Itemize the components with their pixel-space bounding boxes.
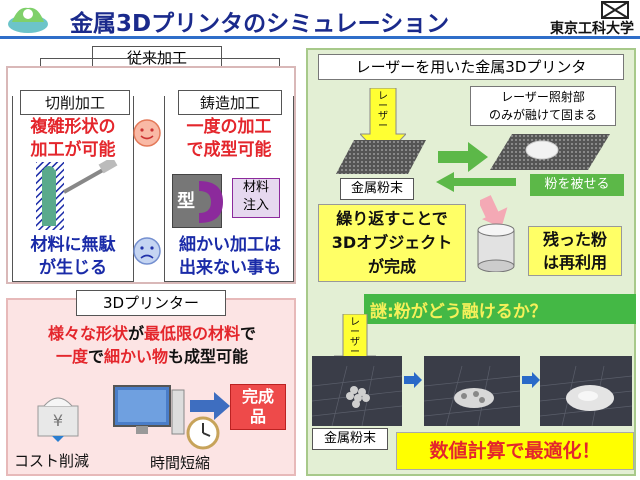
- metal3d-heading: レーザーを用いた金属3Dプリンタ: [318, 54, 624, 80]
- powder-plate-left: [336, 140, 426, 174]
- sim-frame-3: [539, 356, 633, 427]
- cutting-demerit: 材料に無駄 が生じる: [30, 235, 116, 278]
- reuse-label: 残った粉 は再利用: [528, 226, 622, 276]
- casting-demerit: 細かい加工は 出来ない事も: [179, 235, 281, 278]
- question-band: 謎:粉がどう融けるか？: [364, 294, 636, 324]
- mold-label: 型: [177, 191, 195, 212]
- logo-left-icon: [4, 2, 52, 36]
- casting-merit: 一度の加工 で成型可能: [186, 117, 272, 160]
- blue-arrow-1: [404, 372, 422, 388]
- money-bag-icon: ¥: [30, 384, 86, 444]
- conventional-frame: [40, 58, 280, 70]
- page-title: 金属3Dプリンタのシミュレーション: [70, 11, 450, 37]
- printer3d-label: 3Dプリンター: [76, 290, 226, 316]
- cost-label: コスト削減: [14, 452, 90, 470]
- blue-arrow-icon: [190, 392, 230, 420]
- casting-mold-icon: 型: [172, 174, 223, 228]
- powder-label: 金属粉末: [340, 178, 414, 200]
- computer-icon: [112, 384, 186, 436]
- powder-plate-right: [490, 134, 610, 170]
- sim-frame-2: [423, 356, 521, 427]
- green-arrow-right: [438, 142, 488, 172]
- blue-arrow-2: [522, 372, 540, 388]
- sim-frame-1: [311, 356, 403, 427]
- cutting-merit: 複雑形状の 加工が可能: [30, 117, 116, 160]
- repeat-label: 繰り返すことで 3Dオブジェクト が完成: [318, 204, 466, 282]
- casting-label: 鋳造加工: [178, 90, 282, 115]
- finished-product-box: 完成 品: [230, 384, 286, 430]
- university-logo-icon: [600, 0, 630, 20]
- pink-arrow-down: [478, 194, 514, 228]
- casting-frame: [164, 96, 294, 282]
- material-inject-box: 材料 注入: [232, 178, 280, 218]
- university-logo-text: 東京工科大学: [550, 21, 634, 37]
- green-arrow-left: [436, 172, 516, 192]
- clock-icon: [186, 416, 220, 450]
- svg-text:¥: ¥: [53, 411, 63, 430]
- cutting-label: 切削加工: [20, 90, 130, 115]
- cutting-statue-icon: [30, 156, 120, 232]
- time-label: 時間短縮: [150, 454, 211, 472]
- printer3d-desc: 様々な形状が最低限の材料で 一度で細かい物も成型可能: [47, 324, 257, 366]
- cover-label: 粉を被せる: [530, 174, 624, 196]
- title-divider: [0, 36, 640, 39]
- optimize-banner: 数値計算で最適化！: [396, 432, 634, 470]
- powder2-label: 金属粉末: [312, 428, 388, 450]
- powder-container-icon: [476, 222, 516, 273]
- melt-label: レーザー照射部 のみが融けて固まる: [470, 86, 616, 126]
- smiley-face-icon: [132, 118, 162, 148]
- cutting-frame: [12, 96, 134, 282]
- sad-face-icon: [132, 236, 162, 266]
